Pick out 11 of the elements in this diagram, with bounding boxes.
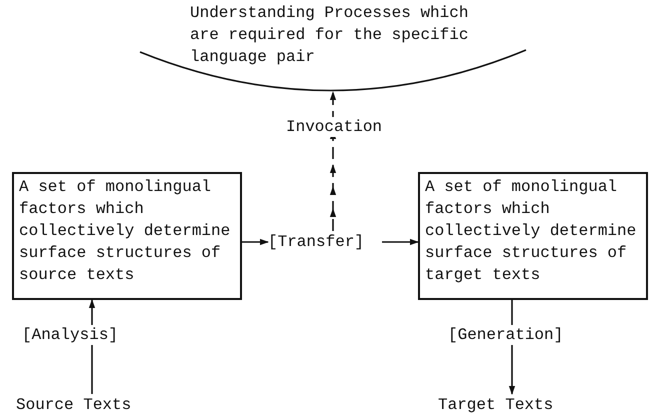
factor-box: [418, 172, 648, 300]
factor-box: [12, 172, 242, 300]
node-label: [Transfer]: [268, 232, 366, 253]
arrow: [330, 91, 336, 231]
box-text: A set of monolingual factors which collectively determine surface structures of source texts: [19, 177, 232, 286]
arrow: [242, 238, 269, 246]
node-label: Source Texts: [16, 395, 132, 415]
node-label: Target Texts: [438, 395, 554, 415]
box-text: A set of monolingual factors which collectively determine surface structures of target texts: [425, 177, 638, 286]
arrow: [382, 238, 419, 246]
heading-text: Understanding Processes which are required for the specific language pair: [190, 3, 470, 68]
